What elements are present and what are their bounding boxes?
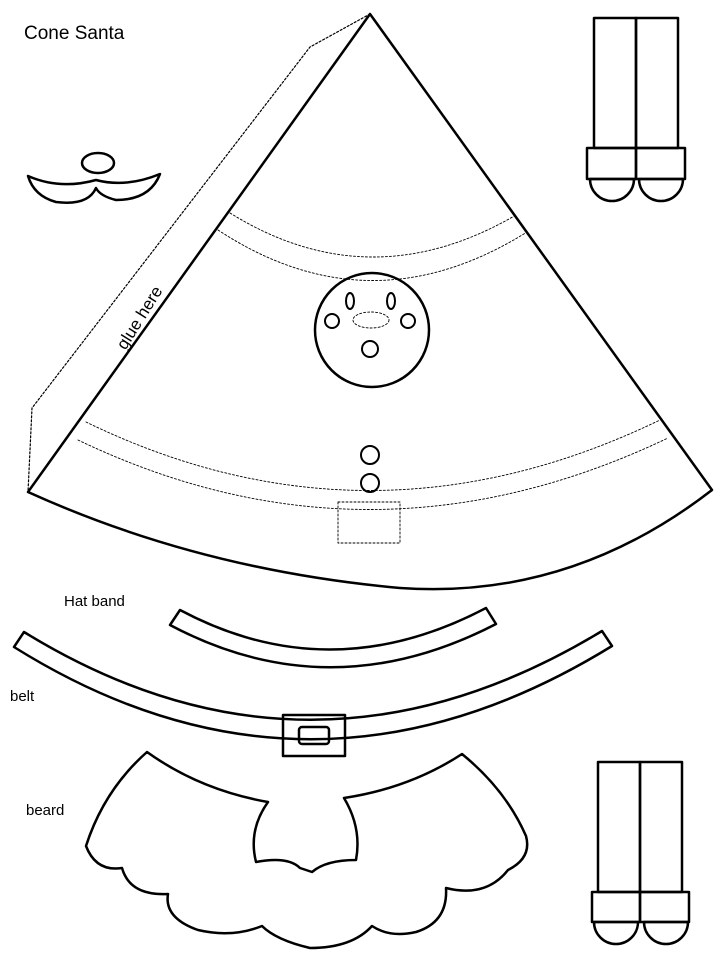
glue-tab	[27, 13, 371, 493]
collar-band	[217, 212, 528, 281]
left-cheek	[324, 313, 340, 329]
hat-band-label: Hat band	[64, 593, 125, 610]
nose	[352, 311, 390, 329]
coat-button-top	[360, 445, 380, 465]
mouth	[361, 340, 379, 358]
coat-band	[77, 419, 669, 510]
santa-face	[313, 271, 431, 389]
belt-label: belt	[10, 688, 35, 705]
right-cheek	[400, 313, 416, 329]
cone-body	[26, 12, 714, 591]
belt-buckle-inner	[297, 725, 331, 746]
legs-top	[585, 16, 687, 203]
belt-buckle-outer	[281, 713, 347, 758]
page-title: Cone Santa	[24, 23, 125, 44]
legs-bottom	[590, 760, 691, 946]
left-eye	[345, 292, 355, 310]
cone-buckle	[337, 501, 401, 544]
beard-piece	[84, 750, 529, 950]
beard-label: beard	[26, 802, 65, 819]
coat-button-bottom	[360, 473, 380, 493]
belt-piece	[12, 629, 614, 741]
mustache	[26, 151, 162, 204]
right-eye	[386, 292, 396, 310]
hat-band-piece	[168, 606, 498, 669]
